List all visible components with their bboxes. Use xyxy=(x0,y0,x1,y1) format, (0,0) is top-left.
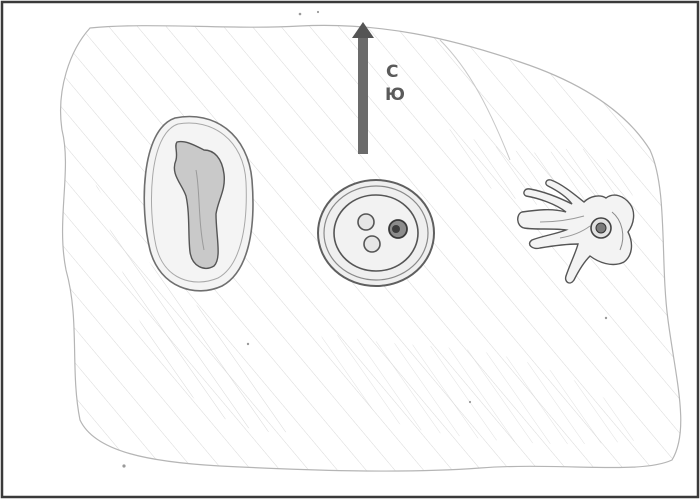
cupule-3 xyxy=(364,236,380,252)
south-label: Ю xyxy=(385,87,405,104)
cup-icon xyxy=(318,180,434,286)
north-label: С xyxy=(386,64,399,81)
cupule-1 xyxy=(358,214,374,230)
footprint-icon xyxy=(144,117,253,291)
